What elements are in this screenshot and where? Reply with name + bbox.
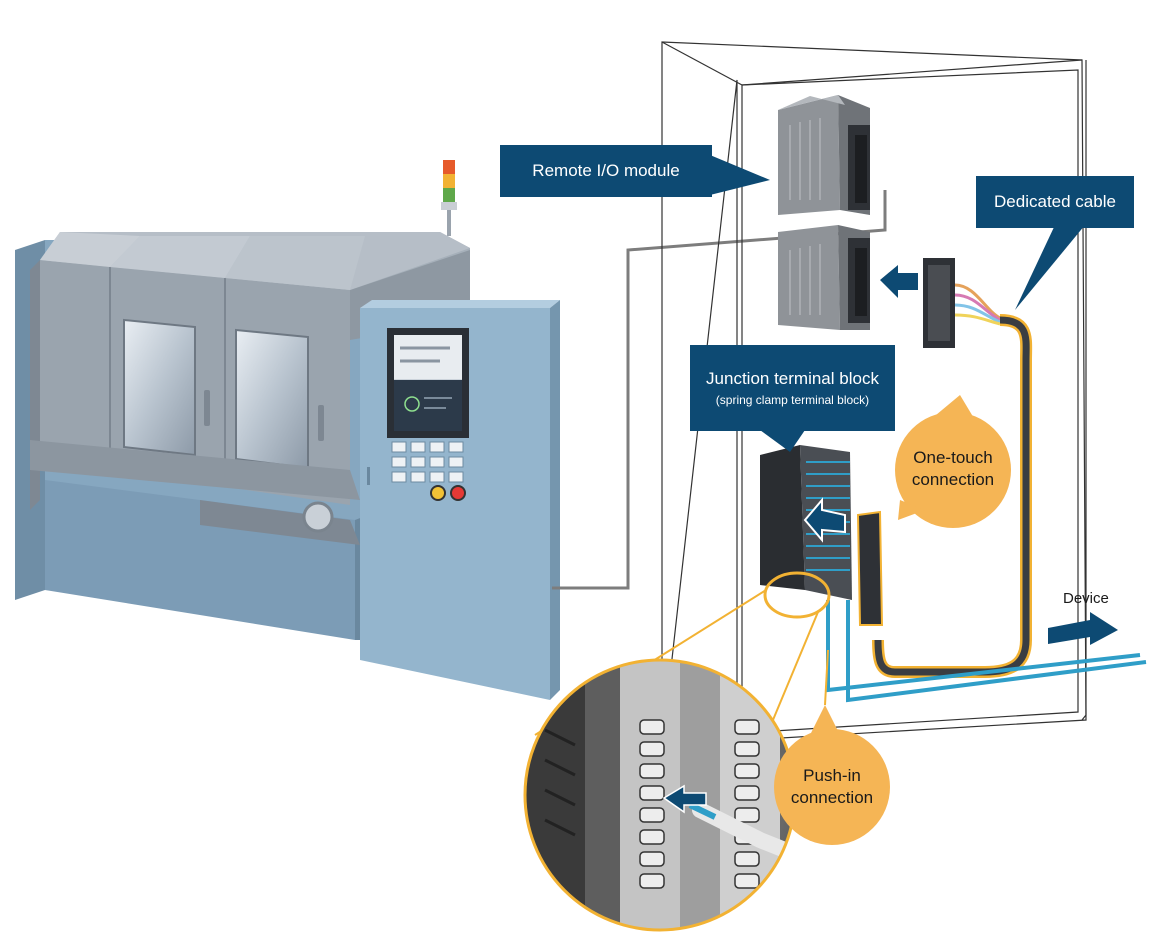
junction-terminal-block-subtext: (spring clamp terminal block): [715, 393, 870, 407]
network-cable: [552, 190, 887, 590]
dedicated-cable-pointer: [1015, 225, 1085, 310]
junction-pointer: [760, 430, 805, 452]
dedicated-cable-label: Dedicated cable: [976, 176, 1134, 228]
insert-arrow: [880, 265, 918, 298]
junction-terminal-block-label: Junction terminal block (spring clamp te…: [690, 345, 895, 431]
push-in-connection-label: Push-in connection: [777, 765, 887, 809]
remote-io-pointer: [710, 155, 770, 195]
one-touch-connection-label: One-touch connection: [898, 447, 1008, 491]
machine: [15, 160, 560, 700]
push-in-line2: connection: [790, 788, 874, 807]
junction-terminal-block-text: Junction terminal block: [706, 369, 879, 388]
one-touch-bubble: [895, 395, 1011, 528]
signal-tower-light: [441, 160, 457, 236]
push-in-bubble: [774, 705, 890, 845]
device-label: Device: [1063, 590, 1109, 607]
one-touch-line2: connection: [911, 470, 995, 489]
control-keypad: [391, 441, 464, 483]
push-arrow: [803, 497, 846, 543]
device-arrow: [1048, 612, 1118, 645]
remote-io-module-label: Remote I/O module: [500, 145, 712, 197]
push-in-line1: Push-in: [803, 766, 861, 785]
device-wires: [826, 600, 1147, 703]
push-in-zoom: [523, 658, 797, 932]
dedicated-cable-text: Dedicated cable: [994, 192, 1116, 211]
dedicated-cable: [872, 258, 1033, 678]
junction-terminal-block: [760, 445, 884, 626]
remote-io-module: [778, 95, 870, 330]
one-touch-line1: One-touch: [913, 448, 993, 467]
remote-io-module-text: Remote I/O module: [532, 161, 680, 180]
